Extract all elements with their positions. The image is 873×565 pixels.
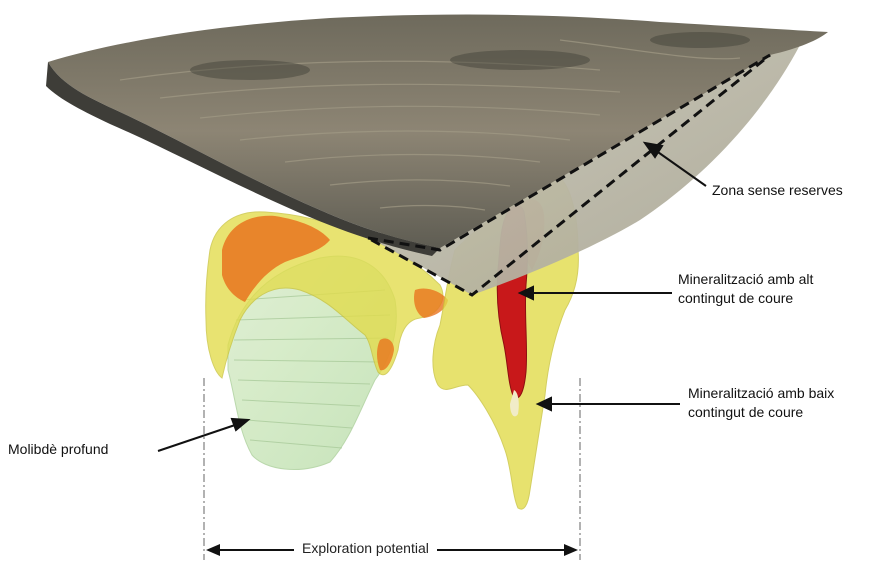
label-zona-sense-reserves: Zona sense reserves xyxy=(712,181,843,200)
label-alt-contingut: Mineralització amb alt contingut de cour… xyxy=(678,270,813,308)
label-molibde-profund: Molibdè profund xyxy=(8,440,108,459)
label-exploration-potential: Exploration potential xyxy=(294,540,437,556)
label-baix-contingut: Mineralització amb baix contingut de cou… xyxy=(688,384,834,422)
